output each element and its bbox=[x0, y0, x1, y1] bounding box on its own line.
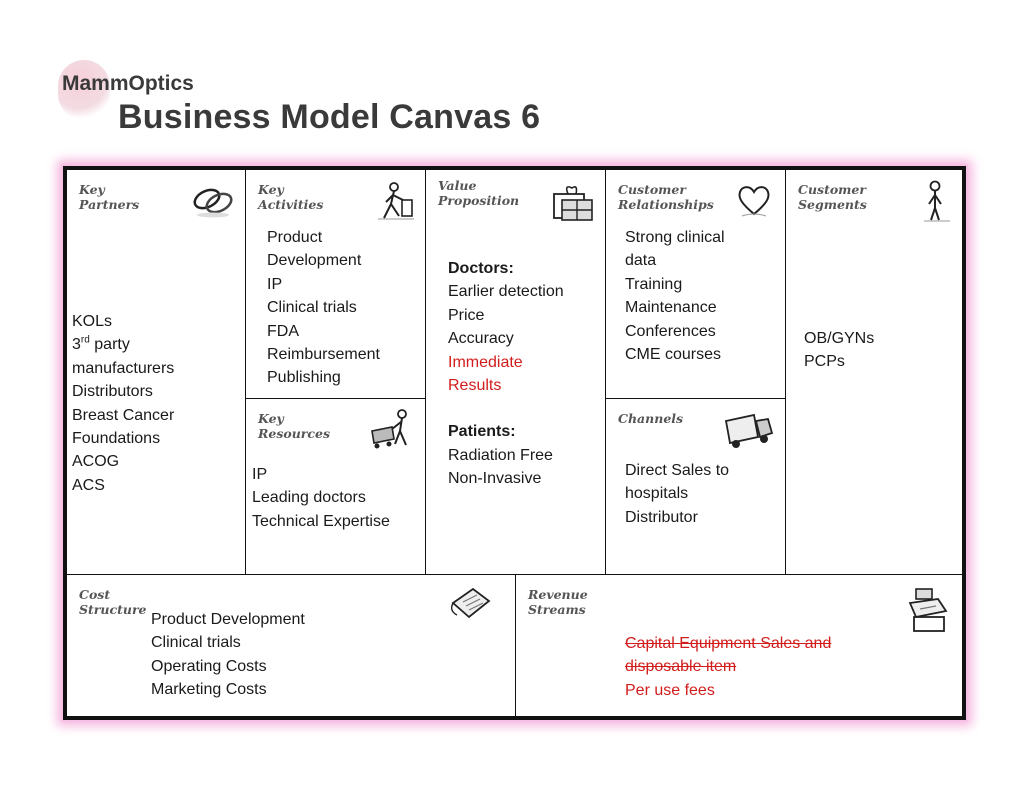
cost-structure-list: Product Development Clinical trials Oper… bbox=[151, 608, 305, 702]
list-item: Training bbox=[625, 275, 683, 293]
list-item: Product bbox=[267, 229, 323, 246]
customer-segments-list: OB/GYNs PCPs bbox=[804, 327, 874, 374]
revenue-streams-box: Revenue Streams Capital Equipment Sales … bbox=[515, 574, 963, 717]
key-partners-label: Key Partners bbox=[79, 182, 140, 212]
list-item: CME courses bbox=[625, 346, 722, 364]
list-item: Non-Invasive bbox=[448, 470, 542, 488]
channels-label: Channels bbox=[618, 411, 684, 426]
list-item: data bbox=[625, 252, 657, 270]
list-item-struck: Capital Equipment Sales and bbox=[625, 635, 832, 652]
key-resources-box: Key Resources IP Leading doctors Technic… bbox=[245, 398, 426, 575]
value-proposition-list: Doctors: Earlier detection Price Accurac… bbox=[448, 257, 564, 491]
worker-icon bbox=[378, 182, 414, 220]
list-item-highlight: Per use fees bbox=[625, 681, 715, 699]
chain-links-icon bbox=[193, 188, 233, 218]
gift-box-icon bbox=[553, 186, 593, 221]
revenue-streams-label: Revenue Streams bbox=[528, 587, 588, 617]
list-item: Breast Cancer bbox=[72, 406, 175, 424]
patients-heading: Patients: bbox=[448, 423, 516, 441]
key-activities-label: Key Activities bbox=[258, 182, 324, 212]
list-item: Distributor bbox=[625, 508, 698, 526]
price-tag-icon bbox=[450, 587, 491, 619]
value-proposition-label: Value Proposition bbox=[438, 178, 520, 208]
list-item: IP bbox=[267, 275, 283, 293]
key-activities-box: Key Activities Product Development IP Cl… bbox=[245, 169, 426, 399]
list-item: Distributors bbox=[72, 383, 153, 401]
list-item: Technical Expertise bbox=[252, 512, 390, 530]
list-item: Maintenance bbox=[625, 299, 717, 317]
cash-register-icon bbox=[908, 588, 948, 632]
list-item: Development bbox=[267, 252, 362, 270]
page-title: Business Model Canvas 6 bbox=[118, 98, 541, 136]
list-item: KOLs bbox=[72, 313, 113, 330]
list-item: Direct Sales to bbox=[625, 462, 730, 479]
channels-box: Channels Direct Sales to hospitals Distr… bbox=[605, 398, 786, 575]
list-item: Product Development bbox=[151, 611, 305, 628]
list-item: Clinical trials bbox=[267, 299, 357, 317]
customer-segments-label: Customer Segments bbox=[798, 182, 867, 212]
list-item: Operating Costs bbox=[151, 657, 267, 675]
list-item: Radiation Free bbox=[448, 446, 553, 464]
list-item: ACOG bbox=[72, 453, 120, 471]
brand-logo-decoration bbox=[58, 60, 110, 120]
list-item: FDA bbox=[267, 322, 299, 340]
list-item: Clinical trials bbox=[151, 634, 241, 652]
brand-name: MammOptics bbox=[62, 72, 194, 95]
heart-icon bbox=[738, 186, 770, 217]
key-partners-list: KOLs 3rd party manufacturers Distributor… bbox=[72, 310, 174, 497]
list-item: Earlier detection bbox=[448, 283, 564, 301]
key-activities-list: Product Development IP Clinical trials F… bbox=[267, 226, 380, 390]
customer-relationships-label: Customer Relationships bbox=[618, 182, 714, 212]
person-icon bbox=[924, 180, 950, 222]
list-item: Marketing Costs bbox=[151, 681, 267, 699]
list-item-struck: disposable item bbox=[625, 658, 737, 676]
cost-structure-label: Cost Structure bbox=[79, 587, 147, 617]
customer-relationships-box: Customer Relationships Strong clinical d… bbox=[605, 169, 786, 399]
list-item: Foundations bbox=[72, 430, 161, 448]
list-item: Conferences bbox=[625, 322, 716, 340]
key-resources-list: IP Leading doctors Technical Expertise bbox=[252, 463, 390, 533]
channels-list: Direct Sales to hospitals Distributor bbox=[625, 459, 729, 529]
list-item-highlight: Immediate bbox=[448, 353, 523, 371]
customer-segments-box: Customer Segments OB/GYNs PCPs bbox=[785, 169, 963, 575]
value-proposition-box: Value Proposition Doctors: Earlier detec… bbox=[425, 169, 606, 575]
business-model-canvas: Key Partners KOLs 3rd party manufacturer… bbox=[63, 166, 966, 720]
list-item: OB/GYNs bbox=[804, 330, 875, 347]
doctors-heading: Doctors: bbox=[448, 260, 514, 277]
list-item: ACS bbox=[72, 476, 105, 494]
worker-with-cart-icon bbox=[371, 409, 407, 449]
cost-structure-box: Cost Structure Product Development Clini… bbox=[66, 574, 516, 717]
list-item: Strong clinical bbox=[625, 229, 725, 246]
list-item-highlight: Results bbox=[448, 377, 502, 395]
list-item: Reimbursement bbox=[267, 346, 380, 364]
delivery-truck-icon bbox=[724, 413, 774, 448]
list-item: manufacturers bbox=[72, 359, 175, 377]
customer-relationships-list: Strong clinical data Training Maintenanc… bbox=[625, 226, 725, 366]
list-item: 3rd party bbox=[72, 335, 130, 354]
list-item: Leading doctors bbox=[252, 489, 366, 507]
list-item: IP bbox=[252, 466, 268, 483]
revenue-streams-list: Capital Equipment Sales and disposable i… bbox=[625, 632, 831, 702]
key-partners-box: Key Partners KOLs 3rd party manufacturer… bbox=[66, 169, 246, 575]
list-item: Publishing bbox=[267, 369, 341, 387]
list-item: Accuracy bbox=[448, 330, 514, 348]
list-item: PCPs bbox=[804, 353, 845, 371]
list-item: hospitals bbox=[625, 485, 689, 503]
list-item: Price bbox=[448, 306, 485, 324]
key-resources-label: Key Resources bbox=[258, 411, 330, 441]
